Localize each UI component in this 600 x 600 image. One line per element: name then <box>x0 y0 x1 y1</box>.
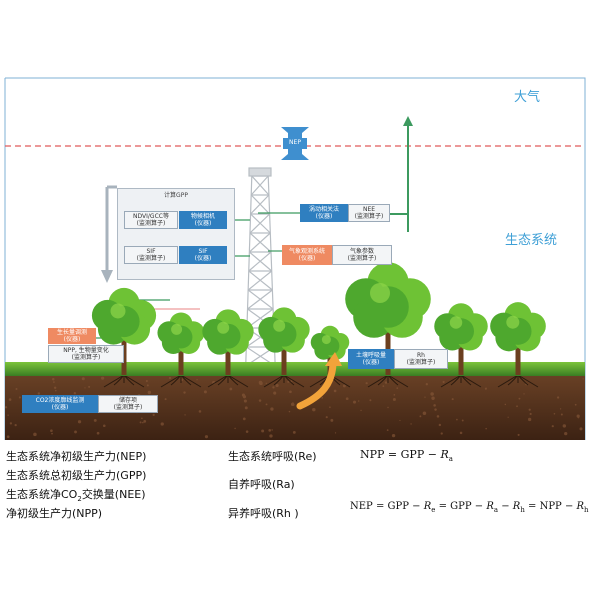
rh-operator-box: Rh (监测算子) <box>394 349 448 369</box>
trees <box>91 262 546 375</box>
flux-tower-icon <box>244 167 277 389</box>
gpp-down-arrow-icon <box>101 185 117 283</box>
legend-re: 生态系统呼吸(Re) <box>228 450 317 463</box>
gpp-group-title: 计算GPP <box>164 192 188 199</box>
npp-biomass-box: NPP, 生物量变化 (监测算子) <box>48 345 124 363</box>
phenocam-instrument-box: 物候相机 (仪器) <box>179 211 227 229</box>
legend-nep: 生态系统净初级生产力(NEP) <box>6 450 147 463</box>
nee-operator-box: NEE (监测算子) <box>348 204 390 222</box>
co2-profile-box: CO2浓度廓线监测 (仪器) <box>22 395 98 413</box>
storage-operator-box: 储存项 (监测算子) <box>98 395 158 413</box>
sif-operator-box: SIF (监测算子) <box>124 246 178 264</box>
growth-measure-box: 生长量调测 (仪器) <box>48 328 96 344</box>
legend-gpp: 生态系统总初级生产力(GPP) <box>6 469 147 482</box>
grass-layer <box>5 362 585 376</box>
soil-respiration-arrow-icon <box>296 352 342 410</box>
eddy-covariance-box: 涡动相关法 (仪器) <box>300 204 348 222</box>
equation-npp: NPP = GPP − Ra <box>360 448 453 464</box>
atmosphere-label: 大气 <box>514 90 541 105</box>
legend-rh: 异养呼吸(Rh ) <box>228 507 299 520</box>
met-params-box: 气象参数 (监测算子) <box>332 245 392 265</box>
legend-ra: 自养呼吸(Ra) <box>228 478 295 491</box>
ndvi-operator-box: NDVI/GCC等 (监测算子) <box>124 211 178 229</box>
met-system-box: 气象观测系统 (仪器) <box>282 245 332 265</box>
nee-vertical-arrow-icon <box>390 116 413 232</box>
equation-nep: NEP = GPP − Re = GPP − Ra − Rh = NPP − R… <box>350 501 589 514</box>
soil-respiration-box: 土壤呼吸量 (仪器) <box>348 349 394 369</box>
nep-arrow-label: NEP <box>289 139 301 146</box>
legend-npp: 净初级生产力(NPP) <box>6 507 103 520</box>
gpp-calculation-group <box>117 188 235 280</box>
nep-arrow-icon <box>281 127 309 160</box>
sif-instrument-box: SIF (仪器) <box>179 246 227 264</box>
legend-nee: 生态系统净CO2交换量(NEE) <box>6 488 146 504</box>
ecosystem-label: 生态系统 <box>505 233 558 248</box>
